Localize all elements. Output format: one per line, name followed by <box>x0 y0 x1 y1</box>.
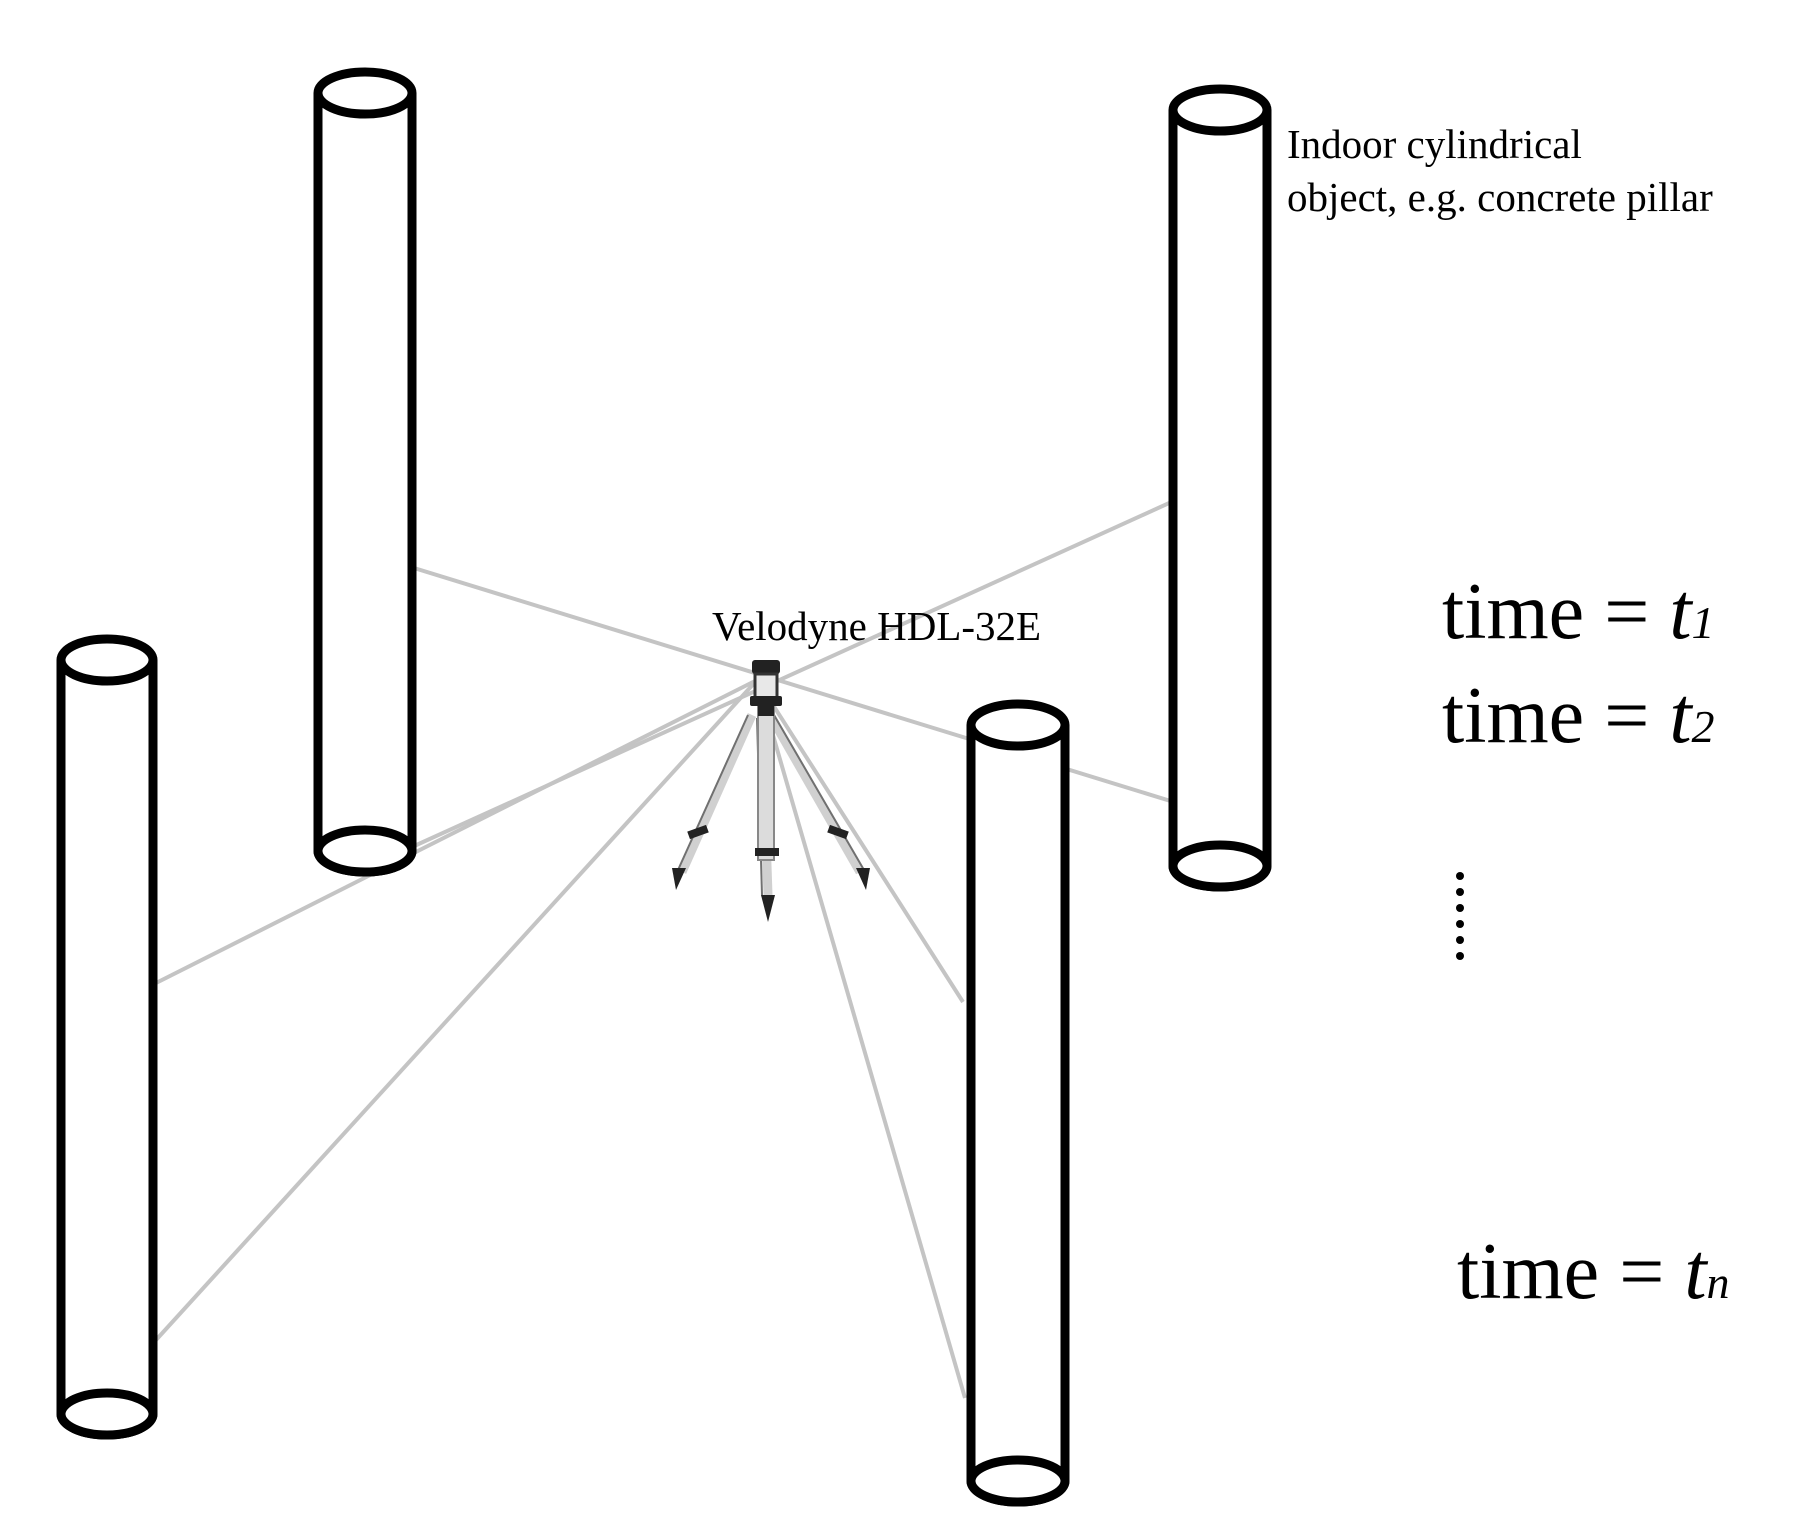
scan-ray <box>755 678 965 1004</box>
time-label-tn: time = tn <box>1357 1228 1790 1316</box>
lidar-scanner-tripod <box>672 660 870 922</box>
pillar-right-front <box>966 699 1070 1507</box>
scan-ray <box>755 679 967 1399</box>
object-label-line1: Indoor cylindrical <box>1287 121 1582 167</box>
time-label-t1: time = t1 <box>1342 568 1775 656</box>
vertical-ellipsis <box>1456 872 1464 960</box>
scan-ray <box>155 678 758 985</box>
pillar-top-left <box>313 67 417 877</box>
scanner-label: Velodyne HDL-32E <box>712 603 1041 649</box>
scan-ray <box>154 678 759 1342</box>
scan-ray <box>387 558 1191 809</box>
pillar-top-right <box>1168 84 1272 892</box>
time-label-t2: time = t2 <box>1342 672 1775 760</box>
pillar-left-front <box>56 634 158 1440</box>
object-label-line2: object, e.g. concrete pillar <box>1287 174 1713 220</box>
